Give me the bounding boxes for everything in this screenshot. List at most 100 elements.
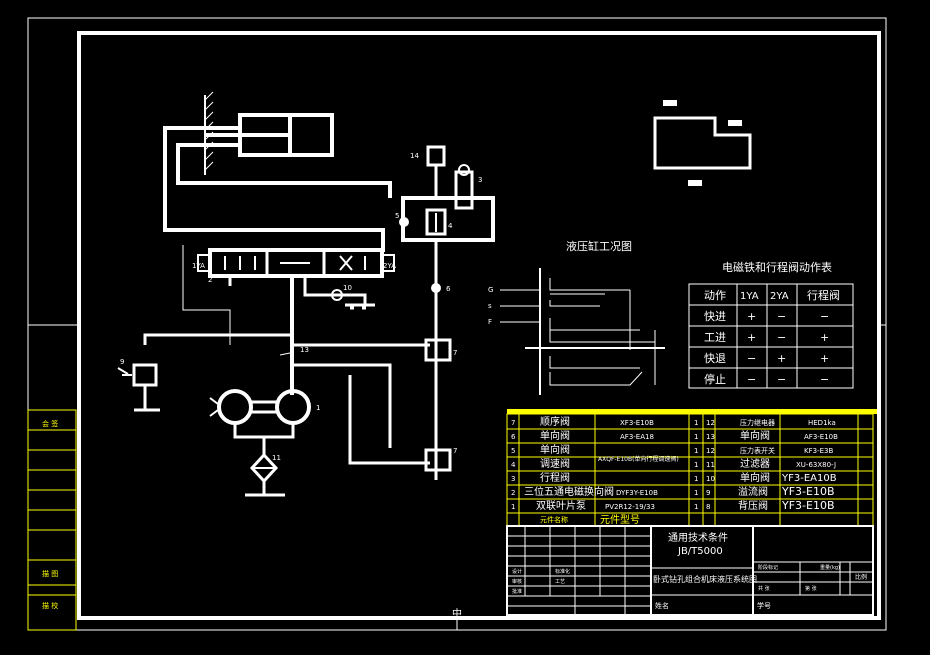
svg-text:−: − (747, 352, 756, 365)
svg-text:14: 14 (410, 152, 419, 160)
parts-list: 7 顺序阀 XF3-E10B 1 6 单向阀 AF3-EA18 1 5 单向阀 … (506, 409, 877, 527)
svg-text:PV2R12-19/33: PV2R12-19/33 (605, 503, 655, 511)
side-label-bottom: 描 校 (42, 601, 58, 610)
svg-text:G: G (488, 286, 493, 294)
svg-text:行程阀: 行程阀 (540, 471, 570, 484)
standard-line1: 通用技术条件 (668, 531, 728, 544)
svg-text:4: 4 (511, 461, 516, 469)
svg-text:9: 9 (120, 358, 124, 366)
svg-text:12: 12 (706, 419, 715, 427)
svg-text:HED1ka: HED1ka (808, 419, 836, 427)
svg-text:3: 3 (478, 176, 482, 184)
svg-text:7: 7 (453, 447, 457, 455)
svg-text:单向阀: 单向阀 (540, 429, 570, 442)
left-margin-table: 会 签 描 图 描 校 (27, 409, 77, 631)
svg-text:−: − (777, 373, 786, 386)
svg-text:工艺: 工艺 (555, 579, 565, 585)
svg-text:2YA: 2YA (770, 291, 789, 302)
svg-text:第 张: 第 张 (805, 585, 817, 592)
svg-text:标准化: 标准化 (555, 568, 570, 575)
svg-text:1: 1 (511, 503, 515, 511)
svg-text:AF3-E10B: AF3-E10B (804, 433, 838, 441)
svg-text:13: 13 (300, 346, 309, 354)
svg-text:溢流阀: 溢流阀 (738, 485, 768, 498)
tank-symbol (345, 303, 375, 310)
svg-text:8: 8 (706, 503, 710, 511)
svg-text:1: 1 (694, 433, 698, 441)
svg-text:−: − (820, 373, 829, 386)
pump-large (217, 389, 253, 425)
svg-text:2YA: 2YA (383, 262, 396, 270)
svg-text:快进: 快进 (704, 310, 726, 323)
svg-text:13: 13 (706, 433, 715, 441)
title-block: 通用技术条件 JB/T5000 卧式钻孔组合机床液压系统图 姓名 学号 重量(k… (506, 525, 874, 616)
working-chart-title: 液压缸工况图 (566, 239, 632, 253)
svg-text:10: 10 (706, 475, 715, 483)
svg-text:调速阀: 调速阀 (540, 457, 570, 470)
svg-text:阶段标记: 阶段标记 (758, 564, 778, 571)
relief-valve-9 (132, 363, 158, 387)
side-label-middle: 描 图 (42, 569, 58, 578)
svg-text:重量(kg): 重量(kg) (820, 564, 840, 571)
bottom-mark: 中 (452, 607, 462, 620)
svg-text:1: 1 (694, 447, 698, 455)
svg-text:1YA: 1YA (192, 262, 205, 270)
svg-text:7: 7 (453, 349, 457, 357)
back-pressure-valve-8 (424, 448, 452, 472)
svg-text:s: s (488, 302, 492, 310)
svg-text:6: 6 (511, 433, 516, 441)
name-label: 姓名 (655, 601, 669, 610)
drawing-title: 卧式钻孔组合机床液压系统图 (653, 574, 757, 584)
svg-text:9: 9 (706, 489, 710, 497)
svg-text:动作: 动作 (704, 289, 726, 302)
workpiece-sketch (653, 100, 752, 186)
svg-text:+: + (777, 352, 786, 365)
svg-text:审核: 审核 (512, 578, 522, 585)
svg-text:YF3-E10B: YF3-E10B (781, 499, 835, 512)
svg-text:顺序阀: 顺序阀 (540, 415, 570, 428)
standard-line2: JB/T5000 (677, 546, 723, 557)
svg-text:1: 1 (694, 461, 698, 469)
svg-text:F: F (488, 318, 492, 326)
svg-text:+: + (820, 352, 829, 365)
svg-text:2: 2 (208, 276, 212, 284)
travel-valve-3 (454, 170, 474, 210)
svg-text:6: 6 (446, 285, 451, 293)
svg-text:快退: 快退 (704, 352, 726, 365)
svg-text:11: 11 (272, 454, 281, 462)
svg-text:−: − (747, 373, 756, 386)
side-label-top: 会 签 (42, 419, 58, 428)
svg-text:−: − (820, 310, 829, 323)
svg-text:共 张: 共 张 (758, 585, 770, 592)
number-label: 学号 (757, 601, 771, 610)
svg-text:10: 10 (343, 284, 352, 292)
svg-text:1: 1 (694, 419, 698, 427)
svg-text:DYF3Y-E10B: DYF3Y-E10B (616, 489, 658, 497)
svg-text:KF3-E3B: KF3-E3B (804, 447, 833, 455)
svg-text:11: 11 (706, 461, 715, 469)
svg-text:背压阀: 背压阀 (738, 499, 768, 512)
outer-border (27, 17, 887, 631)
action-table: 电磁铁和行程阀动作表 动作 1YA 2YA 行程阀 快进 + − − 工进 + … (688, 260, 854, 389)
svg-text:5: 5 (395, 212, 399, 220)
svg-text:YF3-EA10B: YF3-EA10B (781, 473, 837, 484)
svg-text:−: − (777, 331, 786, 344)
directional-valve-2: 1YA 2YA 2 (192, 248, 396, 284)
svg-text:3: 3 (511, 475, 515, 483)
svg-text:工进: 工进 (704, 331, 726, 344)
check-valve-6 (431, 283, 441, 293)
pressure-switch (426, 145, 446, 167)
pump-label: 1 (316, 404, 320, 412)
svg-text:单向阀: 单向阀 (740, 429, 770, 442)
svg-text:YF3-E10B: YF3-E10B (781, 485, 835, 498)
action-table-title: 电磁铁和行程阀动作表 (722, 260, 832, 274)
svg-text:4: 4 (448, 222, 453, 230)
svg-text:XU-63X80-J: XU-63X80-J (796, 461, 836, 469)
svg-text:单向阀: 单向阀 (540, 443, 570, 456)
svg-text:元件名称: 元件名称 (540, 515, 568, 524)
hydraulic-circuit: 14 5 4 3 1YA 2YA 2 10 (117, 91, 495, 497)
svg-text:行程阀: 行程阀 (807, 288, 840, 302)
svg-text:+: + (820, 331, 829, 344)
svg-text:1: 1 (694, 475, 698, 483)
svg-text:1YA: 1YA (740, 291, 759, 302)
